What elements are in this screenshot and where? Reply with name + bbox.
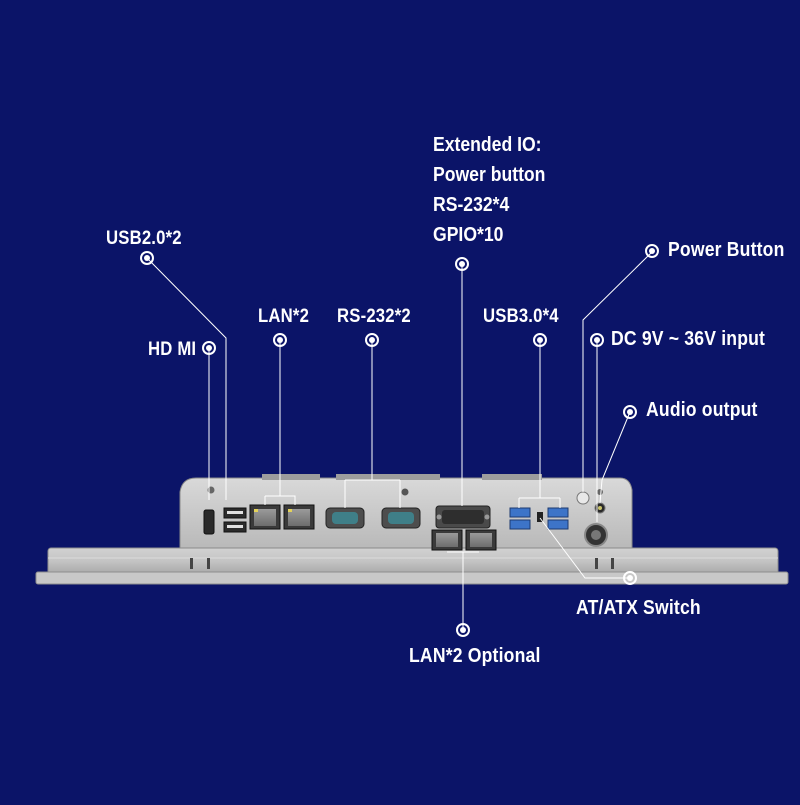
- usb30-ports: [509, 507, 569, 530]
- extended-io-callout-dot: [455, 257, 469, 271]
- callout-lines: [146, 251, 653, 630]
- extended-io-connector: [435, 505, 491, 529]
- lan-callout-dot: [273, 333, 287, 347]
- power-button-label: Power Button: [668, 239, 785, 261]
- at-atx-switch-label: AT/ATX Switch: [576, 597, 701, 619]
- extended-io-label: Extended IO: Power button RS-232*4 GPIO*…: [433, 130, 545, 250]
- extended-io-line-gpio: GPIO*10: [433, 224, 504, 246]
- lan-optional-ports: [431, 529, 497, 551]
- dc-input-label: DC 9V ~ 36V input: [611, 328, 766, 350]
- hdmi-label: HD MI: [148, 339, 197, 360]
- usb30-label: USB3.0*4: [483, 306, 559, 327]
- lan-ports: [249, 504, 315, 530]
- extended-io-title: Extended IO:: [433, 134, 542, 156]
- hdmi-callout-dot: [202, 341, 216, 355]
- extended-io-line-power: Power button: [433, 164, 546, 186]
- extended-io-line-rs232: RS-232*4: [433, 194, 510, 216]
- rs232-ports: [325, 507, 421, 529]
- hdmi-port: [203, 509, 215, 535]
- lan-label: LAN*2: [258, 306, 310, 327]
- lan-optional-label: LAN*2 Optional: [409, 645, 541, 667]
- usb20-ports: [223, 507, 247, 533]
- usb20-label: USB2.0*2: [106, 228, 182, 249]
- usb20-callout-dot: [140, 251, 154, 265]
- at-atx-callout-dot: [623, 571, 637, 585]
- display-bezel: [35, 547, 789, 585]
- lan-optional-callout-dot: [456, 623, 470, 637]
- rs232-label: RS-232*2: [337, 306, 411, 327]
- audio-callout-dot: [623, 405, 637, 419]
- power-button-callout-dot: [645, 244, 659, 258]
- dc-input-callout-dot: [590, 333, 604, 347]
- audio-output-label: Audio output: [646, 399, 758, 421]
- power-button-knob: [576, 491, 590, 505]
- usb30-callout-dot: [533, 333, 547, 347]
- rs232-callout-dot: [365, 333, 379, 347]
